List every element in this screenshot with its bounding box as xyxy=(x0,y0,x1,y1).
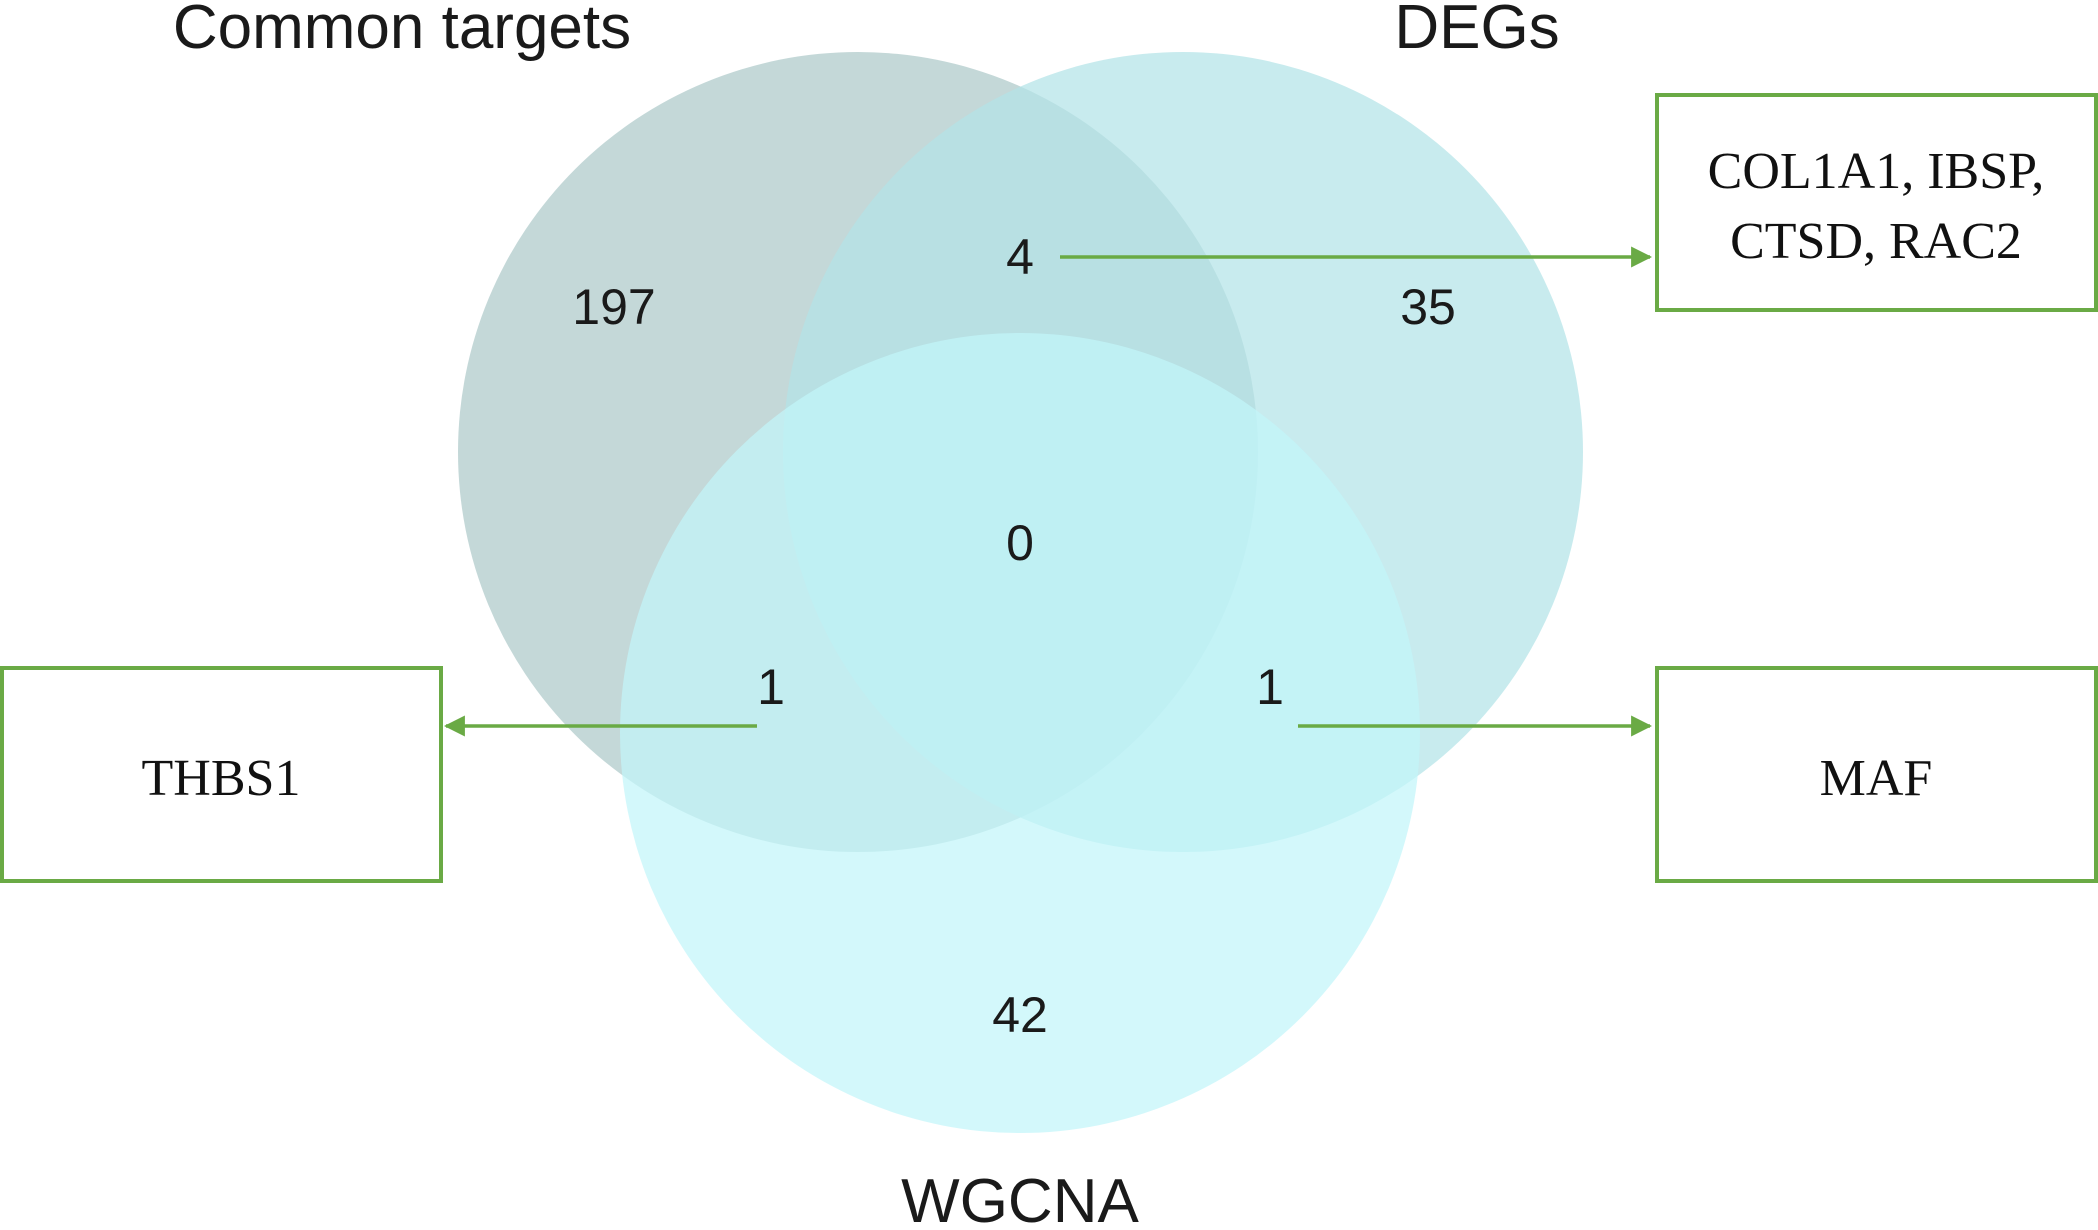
degs-label: DEGs xyxy=(1394,0,1559,62)
gene-box-common-degs xyxy=(1655,93,2098,312)
all-three-count: 0 xyxy=(1006,515,1034,571)
wgcna-only-count: 42 xyxy=(992,987,1048,1043)
common-wgcna-count: 1 xyxy=(757,659,785,715)
gene-box-common-degs-line-2: CTSD, RAC2 xyxy=(1730,213,2022,270)
gene-box-common-degs-line-1: COL1A1, IBSP, xyxy=(1708,143,2045,200)
degs-only-count: 35 xyxy=(1400,279,1456,335)
wgcna-label: WGCNA xyxy=(901,1167,1139,1230)
common-degs-count: 4 xyxy=(1006,229,1034,285)
common-targets-label: Common targets xyxy=(173,0,631,62)
gene-box-degs-wgcna-text: MAF xyxy=(1820,750,1933,807)
gene-box-common-wgcna-text: THBS1 xyxy=(142,750,301,807)
degs-wgcna-count: 1 xyxy=(1256,659,1284,715)
gene-box-common-wgcna xyxy=(0,666,443,883)
wgcna-circle xyxy=(620,333,1420,1133)
common-only-count: 197 xyxy=(572,279,655,335)
gene-box-degs-wgcna xyxy=(1655,666,2098,883)
